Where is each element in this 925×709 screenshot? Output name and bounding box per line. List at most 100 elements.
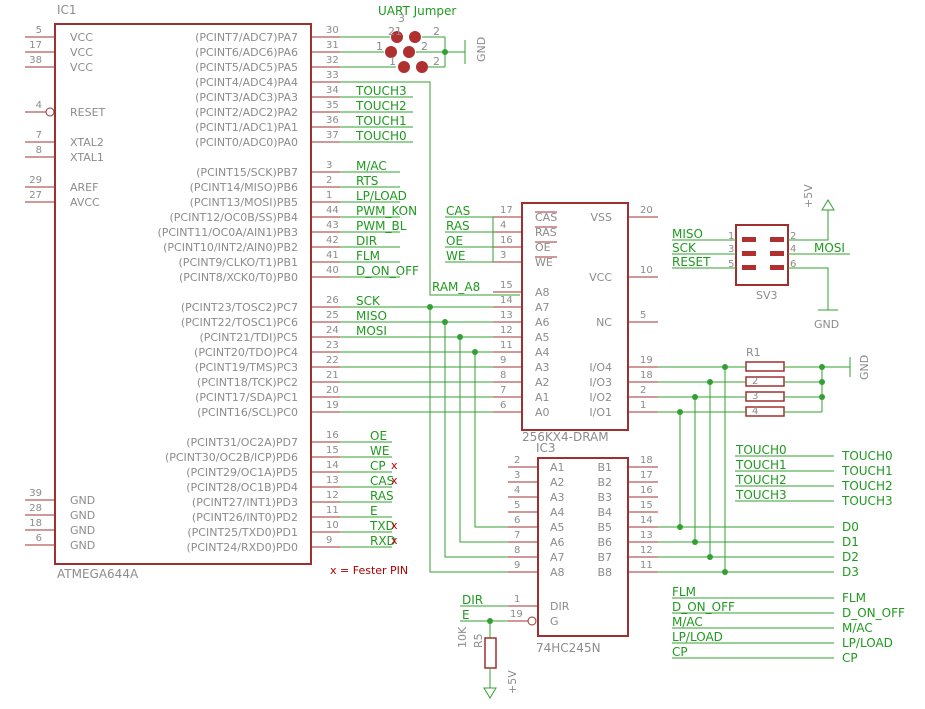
jumper-pad-left [391, 31, 403, 43]
ic1-pin-name: (PCINT29/OC1A)PD5 [186, 466, 298, 479]
net-label-touch: TOUCH1 [355, 114, 407, 128]
ctl-net-label: D_ON_OFF [672, 600, 735, 614]
net-label: RXD [370, 534, 396, 548]
gnd-label: GND [475, 37, 488, 62]
dram-pin-name: VSS [591, 211, 613, 224]
fixed-pin-mark: x [391, 519, 398, 532]
jumper-pad-left [385, 46, 397, 58]
ic3-pin-name: B6 [597, 536, 612, 549]
ic1-pin-name: XTAL1 [70, 151, 104, 164]
ic3-body [537, 457, 629, 637]
ic1-pin-name: (PCINT23/TOSC2)PC7 [181, 301, 298, 314]
vcc-arrow [483, 687, 497, 699]
net-label: WE [446, 249, 465, 263]
ic1-pin-number: 34 [326, 85, 339, 96]
r5-value: 10K [456, 626, 469, 648]
ic3-pin-name: B8 [597, 566, 612, 579]
sv3-pin-number: 4 [790, 244, 796, 255]
jumper-pad-right [403, 46, 415, 58]
wire [444, 322, 508, 558]
junction-dot [722, 364, 728, 370]
ic1-body [54, 23, 312, 565]
dram-pin-name: A4 [535, 346, 550, 359]
net-label: RAS [370, 489, 394, 503]
net-label: OE [370, 429, 387, 443]
ic1-pin-number: 13 [326, 475, 339, 486]
gnd-label: GND [858, 355, 871, 380]
ic1-pin-name: (PCINT27/INT1)PD3 [192, 496, 298, 509]
ic3-pin-number: 9 [514, 560, 520, 571]
junction-dot [692, 394, 698, 400]
ic3-pin-number: 6 [514, 515, 520, 526]
ic3-name: IC3 [536, 441, 556, 455]
ic3-pin-name: A3 [550, 491, 565, 504]
ic1-pin-number: 26 [326, 295, 339, 306]
ic1-pin-number: 39 [29, 488, 42, 499]
ic3-value: 74HC245N [536, 641, 601, 655]
touch-net-label: TOUCH2 [735, 473, 787, 487]
dram-pin-name: OE [535, 241, 551, 254]
dram-pin-name: A2 [535, 376, 550, 389]
dram-body [521, 202, 629, 431]
ic1-pin-name: (PCINT21/TDI)PC5 [199, 331, 298, 344]
ic1-pin-name: (PCINT16/SCL)PC0 [197, 406, 298, 419]
net-label: E [462, 608, 470, 622]
ctl-net-label: CP [842, 651, 858, 665]
fixed-pin-mark: x [391, 474, 398, 487]
wire [429, 307, 508, 573]
jumper-pad-right [409, 31, 421, 43]
ic1-pin-name: (PCINT5/ADC5)PA5 [195, 61, 298, 74]
ic1-pin-number: 43 [326, 220, 339, 231]
touch-net-label: TOUCH0 [735, 443, 787, 457]
r1-pin-number: 4 [752, 406, 758, 417]
ic1-pin-number: 12 [326, 490, 339, 501]
header-pin [742, 265, 756, 270]
jumper-pad-right [416, 61, 428, 73]
dram-pin-name: I/O2 [589, 391, 612, 404]
ic1-pin-name: GND [70, 524, 95, 537]
ctl-net-label: D_ON_OFF [842, 606, 905, 620]
ic3-pin-number: 15 [640, 500, 653, 511]
r5-body [484, 637, 497, 669]
ic1-pin-number: 24 [326, 325, 339, 336]
dram-pin-number: 11 [500, 340, 513, 351]
ic1-name: IC1 [57, 3, 77, 17]
junction-dot [692, 539, 698, 545]
jumper-ref: 3 [398, 12, 405, 25]
fixed-pin-legend: x = Fester PIN [330, 564, 408, 577]
junction-dot [442, 49, 448, 55]
jumper-pin-number: 21 [388, 25, 402, 38]
resistor-body [745, 361, 785, 372]
dram-pin-number: 18 [640, 370, 653, 381]
net-label: TXD [369, 519, 395, 533]
ctl-net-label: M/AC [842, 621, 873, 635]
dram-pin-number: 4 [500, 220, 506, 231]
ic1-pin-name: (PCINT2/ADC2)PA2 [195, 106, 298, 119]
ic3-pin-number: 18 [640, 455, 653, 466]
ic1-pin-number: 23 [326, 340, 339, 351]
net-label: MOSI [356, 324, 387, 338]
ic1-pin-number: 18 [29, 518, 42, 529]
ic1-pin-number: 9 [326, 535, 332, 546]
ic1-pin-number: 29 [29, 175, 42, 186]
dram-pin-name: A7 [535, 301, 550, 314]
r1-pin-number: 3 [752, 391, 758, 402]
dram-pin-number: 20 [640, 205, 653, 216]
header-pin [770, 251, 784, 256]
net-label: PWM_BL [356, 219, 407, 233]
ic3-pin-name: A2 [550, 476, 565, 489]
touch-net-label: TOUCH0 [841, 449, 893, 463]
ic1-pin-number: 21 [326, 370, 339, 381]
ic1-pin-name: VCC [70, 61, 93, 74]
junction-dot [722, 569, 728, 575]
net-label: FLM [356, 249, 380, 263]
ic1-pin-name: (PCINT26/INT0)PD2 [192, 511, 298, 524]
ic1-pin-name: (PCINT24/RXD0)PD0 [186, 541, 298, 554]
inverted-pin-bubble [45, 107, 55, 117]
ic3-pin-name: B5 [597, 521, 612, 534]
ic1-pin-name: (PCINT6/ADC6)PA6 [195, 46, 298, 59]
jumper-title: UART Jumper [378, 4, 456, 18]
ic3-pin-number: 3 [514, 470, 520, 481]
ic3-pin-number: 19 [510, 609, 523, 620]
dram-pin-name: A6 [535, 316, 550, 329]
